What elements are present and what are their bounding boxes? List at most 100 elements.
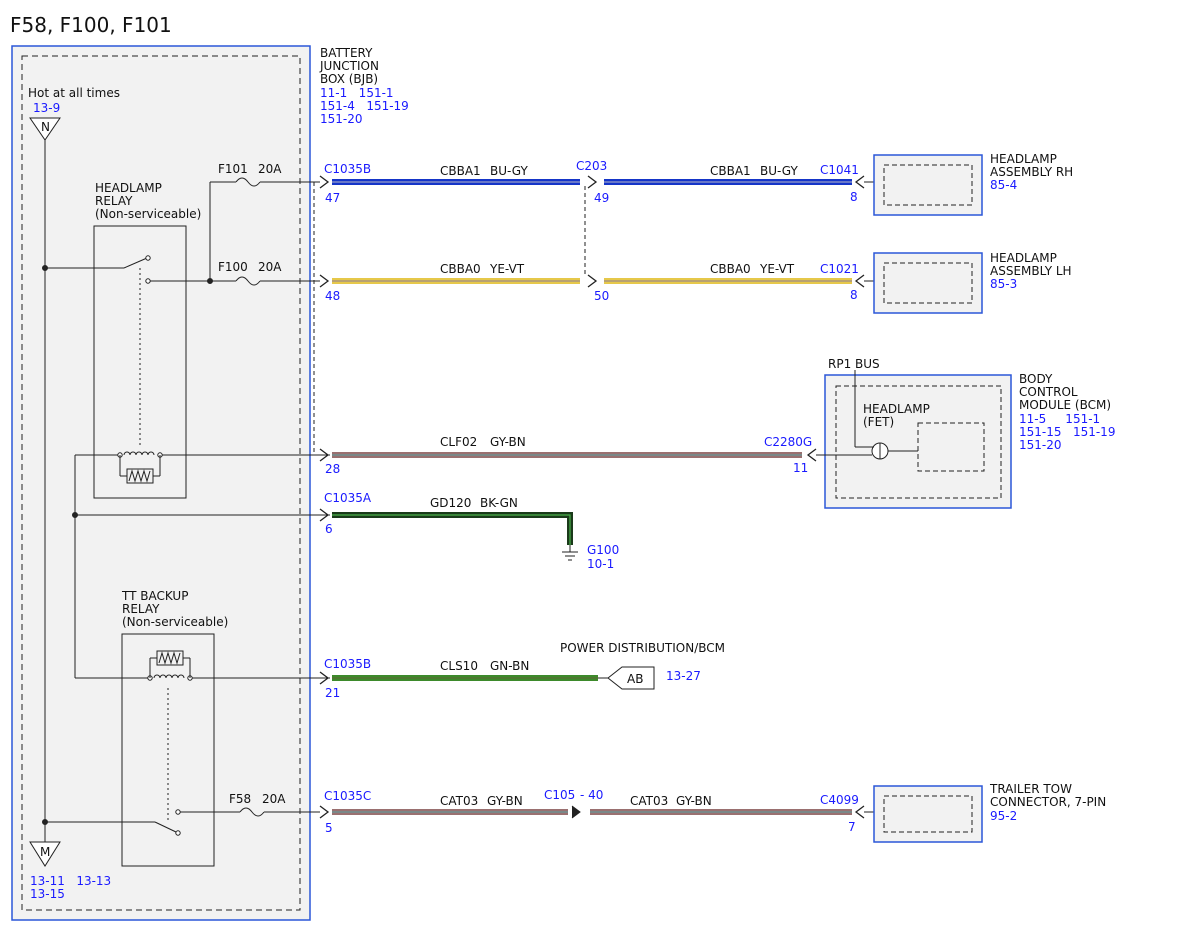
wire-cls10 <box>332 675 598 681</box>
headlamp-relay-box <box>93 225 187 499</box>
wire4-circuit: GD120 <box>430 496 471 510</box>
wire6-circuit: CAT03 <box>440 794 478 808</box>
ground-branch-lines <box>72 455 330 679</box>
bus-bottom-triangle <box>29 841 61 867</box>
bus-top-triangle <box>29 117 61 141</box>
connector-arrow <box>319 508 330 522</box>
wire3-end-connector: C2280G <box>764 435 812 449</box>
bcm-ref-line-2: 151-15 151-19 <box>1019 425 1115 439</box>
tt-relay-switch <box>42 688 320 836</box>
connector-arrow <box>854 805 865 819</box>
wire2-color-2: YE-VT <box>759 262 795 276</box>
connector-arrow <box>806 448 817 462</box>
connector-arrow <box>854 274 865 288</box>
wire-cbba1-section-2 <box>604 179 852 185</box>
power-distribution-label: POWER DISTRIBUTION/BCM <box>560 641 725 655</box>
bcm-inner-label-2: (FET) <box>863 415 894 429</box>
headlamp-lh-ref: 85-3 <box>990 277 1017 291</box>
wire4-connector: C1035A <box>324 491 372 505</box>
bjb-ref-line-1: 11-1 151-1 <box>320 86 394 100</box>
wire3-pin: 28 <box>325 462 340 476</box>
trailer-label-1: TRAILER TOW <box>989 782 1072 796</box>
wire2-pin: 48 <box>325 289 340 303</box>
wire3-end-pin: 11 <box>793 461 808 475</box>
wire3-color: GY-BN <box>490 435 526 449</box>
bus-bottom-ref-line-2: 13-15 <box>30 887 65 901</box>
fuse-f101 <box>235 177 320 187</box>
wire2-circuit: CBBA0 <box>440 262 481 276</box>
wire1-circuit-2: CBBA1 <box>710 164 751 178</box>
wire6-inline-pin: - 40 <box>580 788 603 802</box>
headlamp-rh-label-2: ASSEMBLY RH <box>990 165 1073 179</box>
wire2-color: YE-VT <box>489 262 525 276</box>
inline-connector-arrow <box>571 805 581 819</box>
bus-top-symbol: N <box>41 120 50 134</box>
wire1-pin: 47 <box>325 191 340 205</box>
wire1-connector: C1035B <box>324 162 371 176</box>
bus-bottom-ref-line-1: 13-11 13-13 <box>30 874 111 888</box>
fuse-f101-name: F101 <box>218 162 248 176</box>
bcm-bus-label: RP1 BUS <box>828 357 880 371</box>
wire2-end-pin: 8 <box>850 288 858 302</box>
bjb-ref-line-3: 151-20 <box>320 112 363 126</box>
bcm-label-2: CONTROL <box>1019 385 1078 399</box>
bcm-inner-label-1: HEADLAMP <box>863 402 930 416</box>
bjb-name-line-3: BOX (BJB) <box>320 72 378 86</box>
wire1-end-pin: 8 <box>850 190 858 204</box>
wire5-connector: C1035B <box>324 657 371 671</box>
connector-arrow <box>319 274 330 288</box>
wire2-inline-pin: 50 <box>594 289 609 303</box>
fuse-f101-rating: 20A <box>258 162 282 176</box>
connector-arrow <box>587 274 598 288</box>
headlamp-rh-label-1: HEADLAMP <box>990 152 1057 166</box>
wire1-end-connector: C1041 <box>820 163 859 177</box>
power-distribution-ref: 13-27 <box>666 669 701 683</box>
headlamp-lh-label-2: ASSEMBLY LH <box>990 264 1072 278</box>
fuse-f100-name: F100 <box>218 260 248 274</box>
headlamp-relay-label-3: (Non-serviceable) <box>95 207 201 221</box>
bcm-label-1: BODY <box>1019 372 1053 386</box>
wire1-inline-pin: 49 <box>594 191 609 205</box>
tt-relay-coil <box>147 650 330 681</box>
wire6-end-pin: 7 <box>848 820 856 834</box>
wire-gd120 <box>332 512 573 545</box>
wire-cbba0-section-1 <box>332 278 580 284</box>
connector-arrow <box>319 671 330 685</box>
wire5-circuit: CLS10 <box>440 659 478 673</box>
ground-name: G100 <box>587 543 619 557</box>
bcm-ref-line-3: 151-20 <box>1019 438 1062 452</box>
wire6-inline-connector: C105 <box>544 788 575 802</box>
headlamp-lh-label-1: HEADLAMP <box>990 251 1057 265</box>
wire1-color-2: BU-GY <box>760 164 798 178</box>
wire-clf02 <box>332 452 802 458</box>
bjb-name-line-1: BATTERY <box>320 46 373 60</box>
wire4-color: BK-GN <box>480 496 518 510</box>
wire6-circuit-2: CAT03 <box>630 794 668 808</box>
headlamp-relay-coil <box>75 451 330 484</box>
wire1-circuit: CBBA1 <box>440 164 481 178</box>
body-control-module <box>816 370 1012 509</box>
wire-cat03-section-2 <box>590 809 852 815</box>
tt-relay-label-3: (Non-serviceable) <box>122 615 228 629</box>
headlamp-relay-label-1: HEADLAMP <box>95 181 162 195</box>
wire2-circuit-2: CBBA0 <box>710 262 751 276</box>
wire6-color-2: GY-BN <box>676 794 712 808</box>
wire3-circuit: CLF02 <box>440 435 477 449</box>
headlamp-relay-switch <box>42 255 236 446</box>
wire6-connector: C1035C <box>324 789 371 803</box>
wire6-end-connector: C4099 <box>820 793 859 807</box>
fuse-f100 <box>235 276 320 286</box>
wire6-color: GY-BN <box>487 794 523 808</box>
connector-arrow <box>854 175 865 189</box>
headlamp-assembly-lh <box>873 252 983 314</box>
fuse-f58-name: F58 <box>229 792 251 806</box>
fuse-feed-lines <box>207 181 236 284</box>
fuse-f100-rating: 20A <box>258 260 282 274</box>
wire2-end-connector: C1021 <box>820 262 859 276</box>
connector-arrow <box>319 448 330 462</box>
bcm-ref-line-1: 11-5 151-1 <box>1019 412 1100 426</box>
page-title: F58, F100, F101 <box>10 13 172 37</box>
wire5-color: GN-BN <box>490 659 529 673</box>
off-page-tag: AB <box>627 672 643 686</box>
